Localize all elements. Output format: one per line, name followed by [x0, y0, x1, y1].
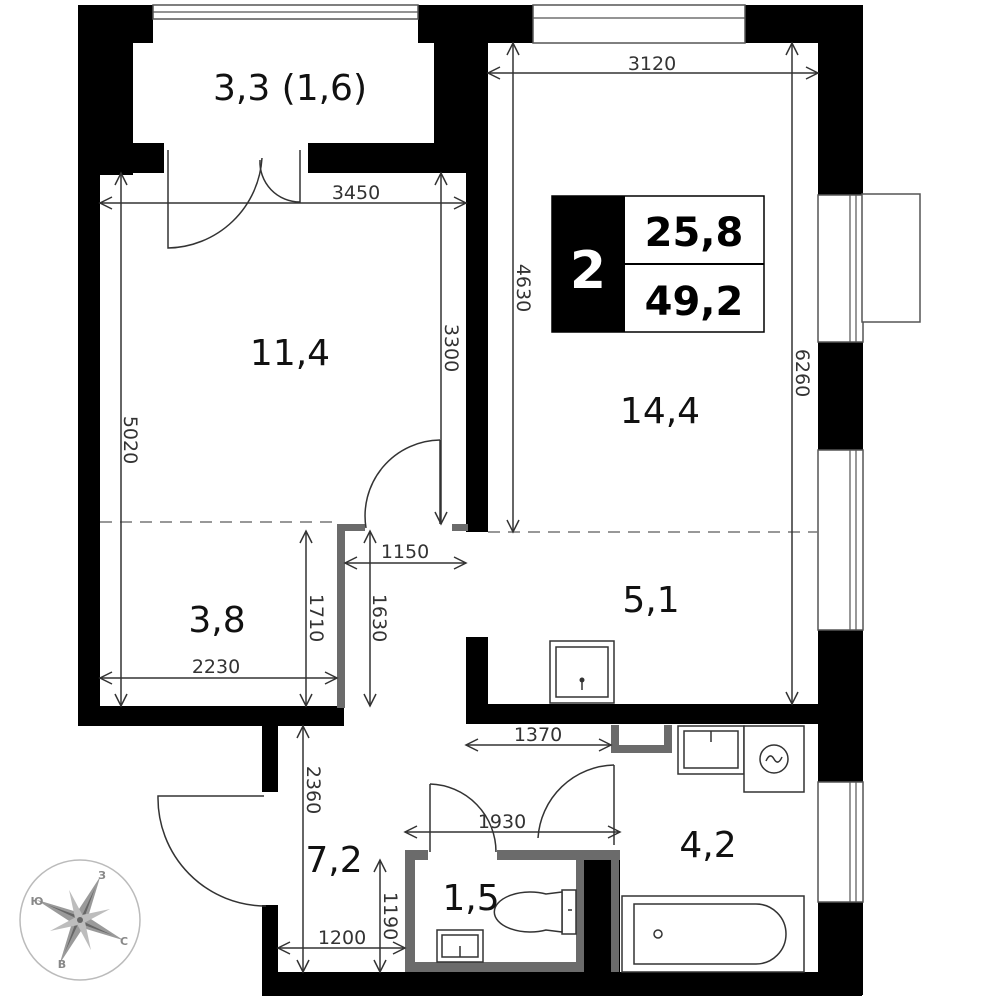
dim-corridor-width: 1150	[381, 541, 429, 563]
dim-bedroom-depth: 3300	[440, 324, 462, 372]
walls	[78, 5, 863, 996]
dim-corridor-depth: 1630	[368, 594, 390, 642]
dim-living-width: 3120	[628, 53, 676, 75]
fixtures	[436, 640, 805, 973]
dim-entry-depth: 1190	[379, 892, 401, 940]
bathtub-icon	[621, 895, 805, 973]
dim-entry-width: 1200	[318, 927, 366, 949]
dim-living-depth: 4630	[512, 264, 534, 312]
dim-total-depth: 6260	[791, 349, 813, 397]
toilet-icon	[493, 889, 577, 935]
dim-bath-width: 1930	[478, 811, 526, 833]
living-area-total: 25,8	[645, 210, 744, 256]
room-living-area: 14,4	[620, 391, 700, 432]
total-area: 49,2	[645, 279, 744, 325]
compass-east: С	[120, 935, 128, 948]
room-bedroom-area: 11,4	[250, 333, 330, 374]
toilet-sink-icon	[436, 929, 484, 963]
room-count: 2	[570, 241, 606, 301]
room-kitchen-area: 5,1	[622, 580, 679, 621]
dimension-lines	[98, 41, 820, 974]
doors	[157, 150, 615, 907]
compass-rose-icon: З Ю С В	[19, 859, 141, 981]
compass-north: З	[98, 869, 106, 882]
compass-west: Ю	[31, 895, 44, 908]
apartment-badge: 2 25,8 49,2	[551, 195, 765, 333]
compass-south: В	[58, 958, 66, 971]
room-bathroom-area: 4,2	[679, 825, 736, 866]
windows	[152, 4, 921, 903]
bathroom-sink-icon	[677, 725, 745, 775]
dim-hall-depth: 2360	[302, 766, 324, 814]
dim-kitchen-width: 1370	[514, 724, 562, 746]
dim-bedroom-width: 3450	[332, 182, 380, 204]
room-toilet-area: 1,5	[442, 878, 499, 919]
dim-alcove-width: 2230	[192, 656, 240, 678]
partitions	[337, 524, 672, 972]
room-hallway-area: 7,2	[305, 840, 362, 881]
kitchen-sink-icon	[549, 640, 615, 704]
room-alcove-area: 3,8	[188, 600, 245, 641]
room-balcony-area: 3,3 (1,6)	[213, 68, 367, 109]
dim-alcove-depth: 1710	[305, 594, 327, 642]
washing-machine-icon	[743, 725, 805, 793]
dim-left-depth: 5020	[119, 416, 141, 464]
